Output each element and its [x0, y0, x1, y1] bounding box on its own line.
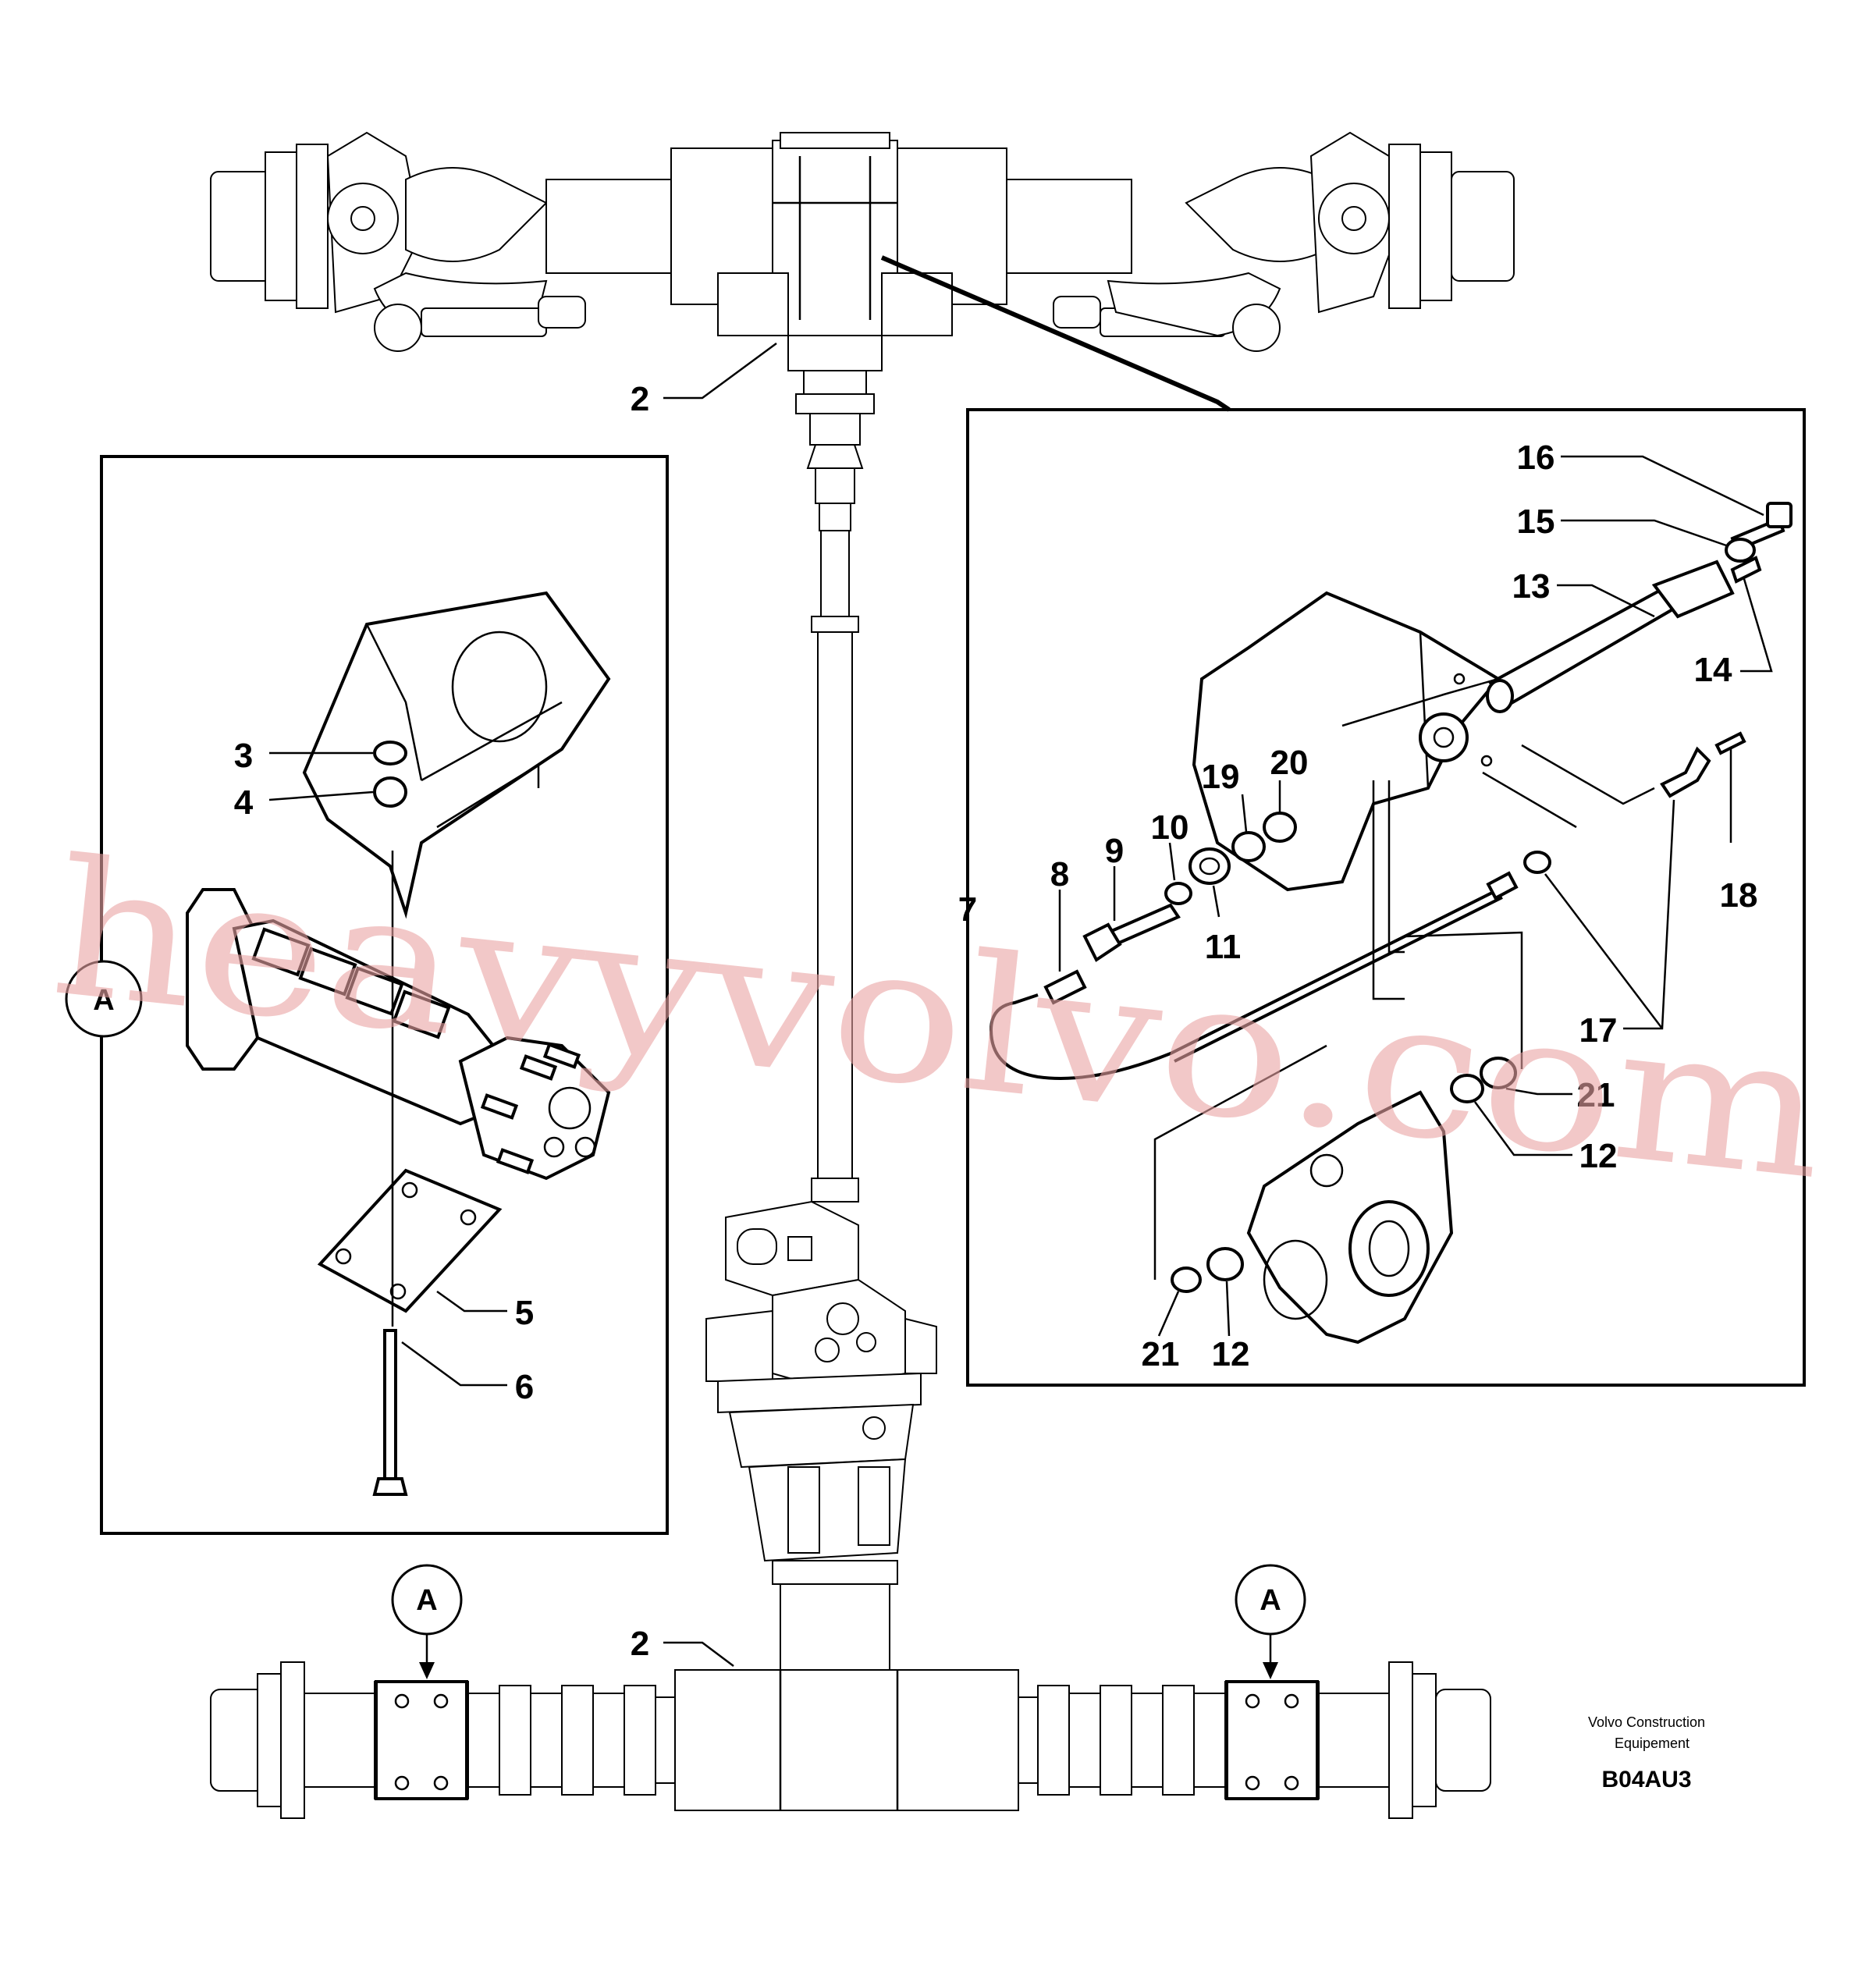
reference-letter-detail: A: [93, 984, 114, 1017]
callout-2-top: 2: [631, 380, 649, 418]
bottom-axle-assembly: [210, 1661, 1491, 1819]
callout-12-right: 12: [1579, 1137, 1618, 1175]
callout-17: 17: [1579, 1011, 1618, 1050]
leader-lines: [268, 255, 1773, 1667]
callout-12-left: 12: [1212, 1335, 1250, 1373]
drive-shaft: [806, 413, 864, 1203]
callout-9: 9: [1105, 832, 1124, 870]
callout-14: 14: [1694, 651, 1732, 689]
reference-letter-right: A: [1260, 1584, 1281, 1617]
callout-15: 15: [1517, 503, 1555, 541]
callout-3: 3: [234, 737, 253, 775]
top-axle-assembly: [210, 131, 1515, 414]
callout-4: 4: [234, 783, 254, 822]
callout-13: 13: [1512, 567, 1551, 606]
caption-line-2: Equipement: [1615, 1735, 1689, 1751]
callout-11: 11: [1205, 928, 1242, 966]
right-detail-box: [966, 408, 1806, 1387]
callout-16: 16: [1517, 439, 1555, 477]
reference-letter-left: A: [416, 1584, 437, 1617]
callout-5: 5: [515, 1294, 534, 1332]
callout-6: 6: [515, 1368, 534, 1406]
callout-10: 10: [1151, 808, 1189, 847]
callout-19: 19: [1202, 758, 1240, 796]
callout-8: 8: [1050, 855, 1069, 893]
drawing-code: B04AU3: [1601, 1767, 1691, 1792]
callout-18: 18: [1720, 876, 1758, 915]
callout-21-left: 21: [1142, 1335, 1180, 1373]
callout-2-bottom: 2: [631, 1625, 649, 1663]
callout-20: 20: [1270, 744, 1309, 782]
callout-21-right: 21: [1577, 1076, 1615, 1114]
callout-numbers: 2 2 3 4 5 6 7 8 9 10 11 19 20 21 12 21 1…: [234, 380, 1758, 1663]
drawing-caption: Volvo Construction Equipement B04AU3: [1588, 1714, 1705, 1792]
caption-line-1: Volvo Construction: [1588, 1714, 1705, 1730]
reference-markers: A A A: [65, 960, 1306, 1679]
callout-7: 7: [958, 890, 977, 929]
watermark: heavyvolvo.com: [43, 819, 1835, 1222]
